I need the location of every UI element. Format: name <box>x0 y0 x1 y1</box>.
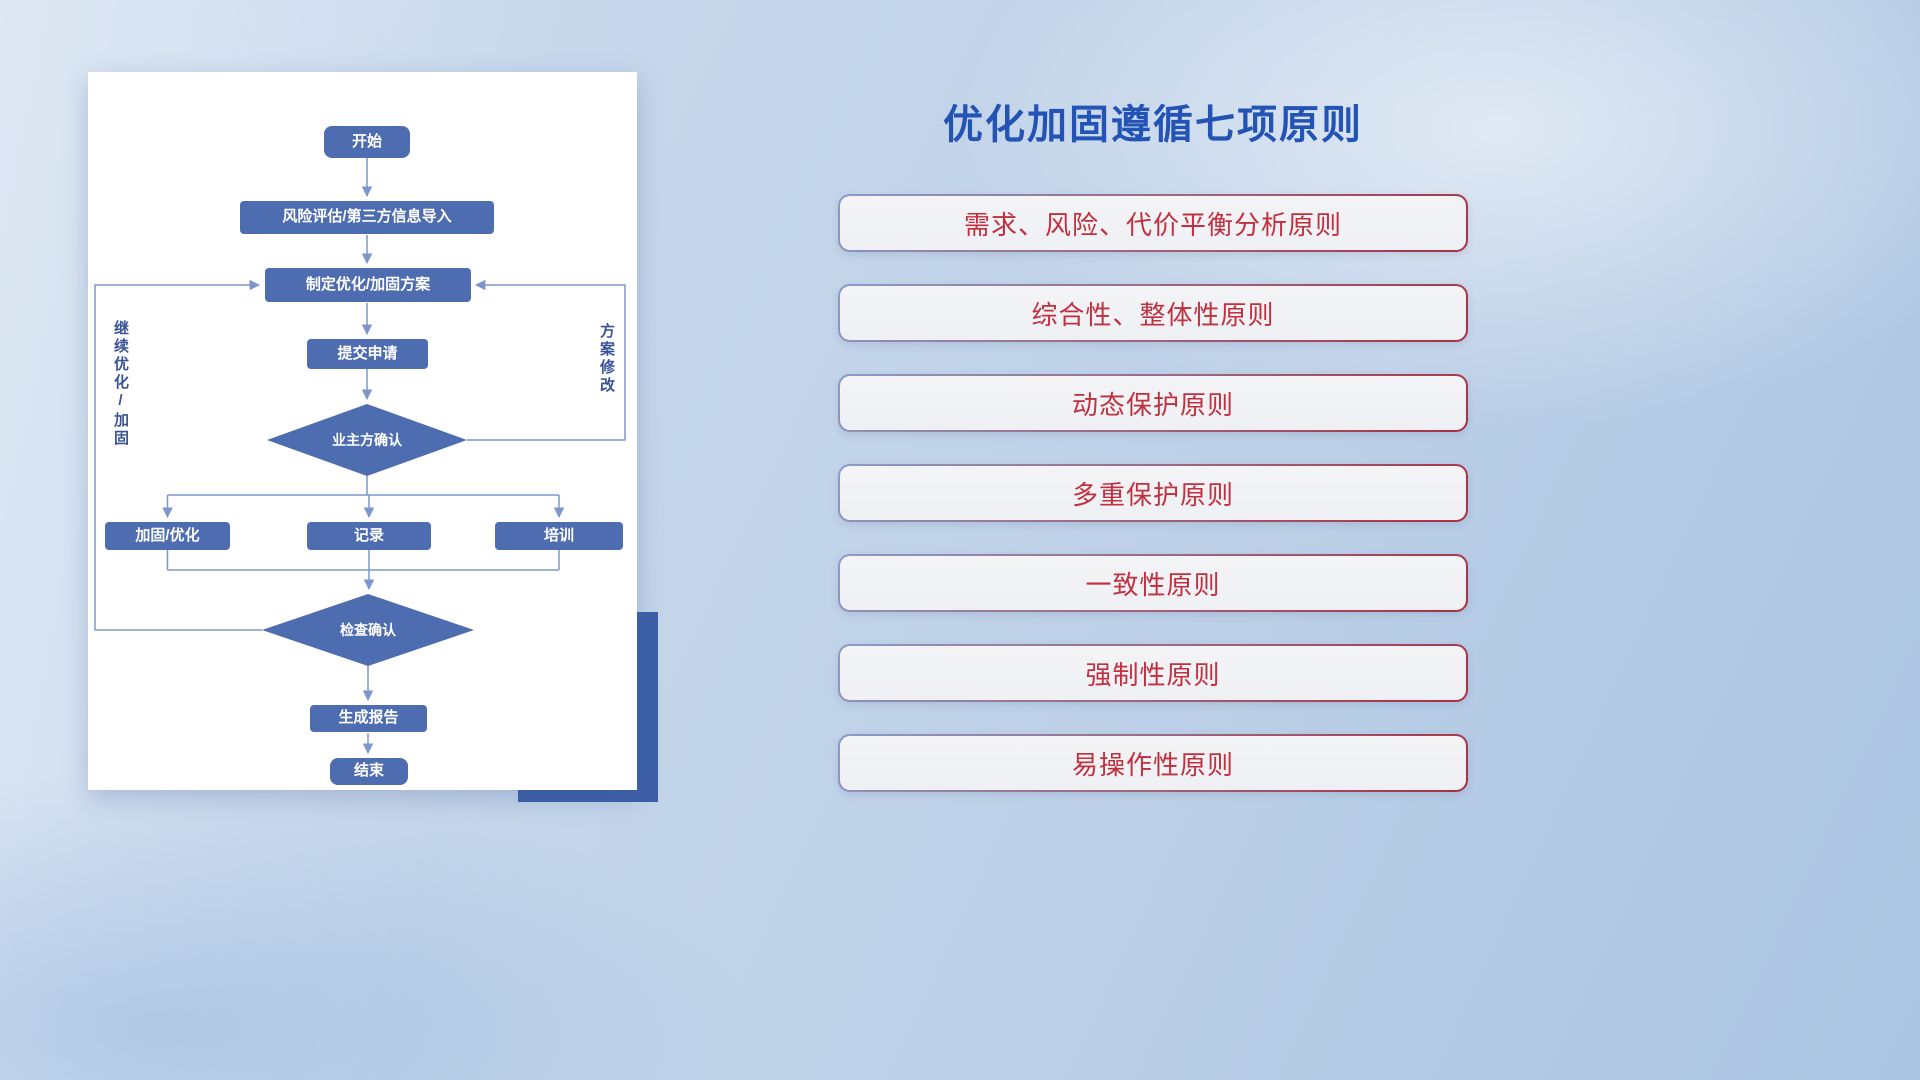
principles-list: 需求、风险、代价平衡分析原则 综合性、整体性原则 动态保护原则 多重保护原则 一… <box>838 194 1468 792</box>
flow-node-record: 记录 <box>307 522 431 550</box>
flow-node-risk-import: 风险评估/第三方信息导入 <box>240 201 494 234</box>
principle-label: 动态保护原则 <box>1071 389 1234 420</box>
flow-node-end: 结束 <box>330 758 408 785</box>
principle-label: 一致性原则 <box>1085 569 1221 600</box>
loop-label-continue-optimize: 继续优化/加固 <box>112 320 129 448</box>
principles-panel: 优化加固遵循七项原则 需求、风险、代价平衡分析原则 综合性、整体性原则 动态保护… <box>838 0 1468 792</box>
flowchart-card: 开始 风险评估/第三方信息导入 制定优化/加固方案 提交申请 业主方确认 加固/… <box>88 72 637 790</box>
principle-label: 易操作性原则 <box>1071 749 1234 780</box>
principle-item-2: 综合性、整体性原则 <box>838 284 1468 342</box>
loop-label-plan-revise: 方案修改 <box>598 323 615 395</box>
slide-title: 优化加固遵循七项原则 <box>943 103 1363 147</box>
flow-node-report: 生成报告 <box>310 705 427 732</box>
flow-node-reinforce: 加固/优化 <box>105 522 230 550</box>
flow-node-submit: 提交申请 <box>307 339 428 369</box>
principle-item-4: 多重保护原则 <box>838 464 1468 522</box>
flow-node-make-plan: 制定优化/加固方案 <box>265 268 471 302</box>
principle-item-1: 需求、风险、代价平衡分析原则 <box>838 194 1468 252</box>
principle-item-6: 强制性原则 <box>838 644 1468 702</box>
flow-node-start: 开始 <box>324 126 410 158</box>
principle-item-3: 动态保护原则 <box>838 374 1468 432</box>
principle-item-7: 易操作性原则 <box>838 734 1468 792</box>
principle-label: 强制性原则 <box>1085 659 1221 690</box>
flow-node-training: 培训 <box>495 522 623 550</box>
principle-label: 综合性、整体性原则 <box>1031 299 1275 330</box>
principle-label: 多重保护原则 <box>1071 479 1234 510</box>
principle-label: 需求、风险、代价平衡分析原则 <box>963 209 1342 240</box>
flowchart-connectors <box>94 158 626 755</box>
principle-item-5: 一致性原则 <box>838 554 1468 612</box>
